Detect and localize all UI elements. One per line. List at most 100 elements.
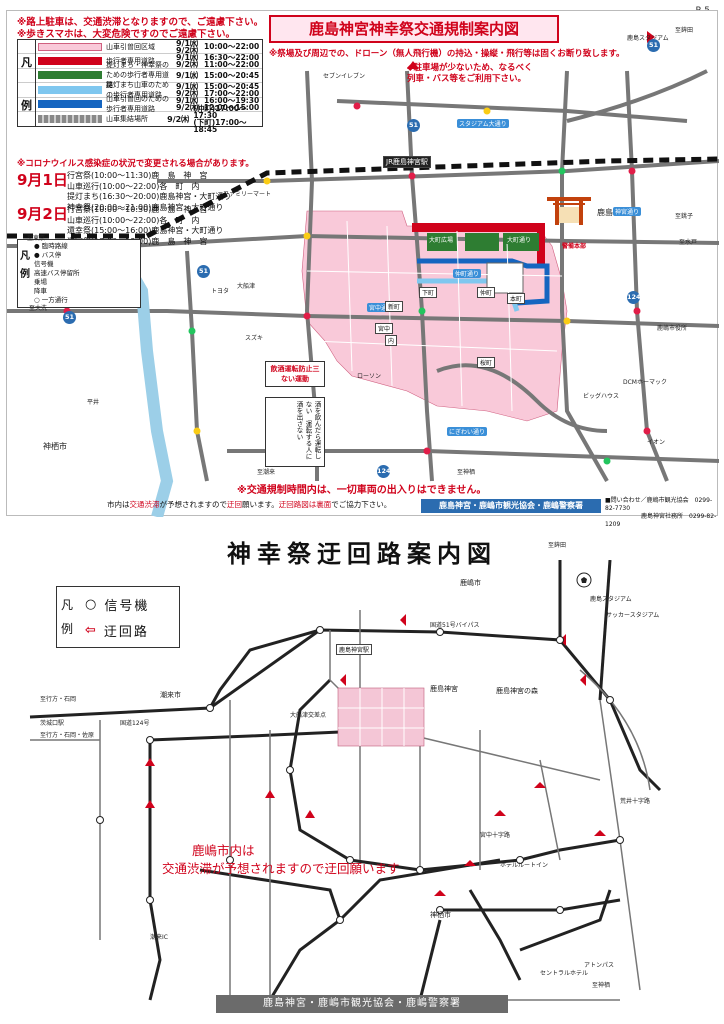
street-label: 神宮通り (613, 207, 642, 216)
drone-notice: ※祭場及び周辺での、ドローン（無人飛行機）の持込・操縦・飛行等は固くお断り致しま… (269, 49, 625, 59)
legend-date: 9/1㈬ (175, 53, 199, 63)
parking-notice: ※路上駐車は、交通渋滞となりますので、ご遠慮下さい。 ※歩きスマホは、大変危険で… (17, 17, 263, 41)
hotel-label: セントラルホテル (540, 970, 589, 977)
station-label: 鹿島神宮駅 (336, 644, 373, 655)
intersection-label: 宮中十字路 (480, 832, 511, 839)
dui-campaign-title: 飲酒運転防止三ない運動 (265, 361, 325, 387)
legend-date: 9/1㈬ (175, 38, 199, 48)
detour-arrow-icon: ⇦ (85, 623, 98, 638)
legend-dates: 9/1㈬9/2㈭ (170, 96, 204, 113)
direction-label: 至行方・石岡 (40, 696, 77, 703)
direction-label: 至潮来 (257, 469, 276, 476)
legend-date: 9/2㈭ (175, 103, 199, 113)
direction-label: 至水戸 (679, 239, 698, 246)
store-label: ファミリーマート (223, 191, 272, 198)
shrine-label: 鹿島神宮 (430, 685, 458, 693)
detour-legend: 凡例 ○信号機 ⇦迂回路 (56, 586, 180, 648)
direction-label: 至鉾田 (548, 542, 567, 549)
legend-date: 9/2㈭ (175, 60, 199, 70)
legend-swatch (38, 57, 102, 66)
no-entry-notice: ※交通規制時間内は、一切車両の出入りはできません。 (237, 485, 487, 496)
transit-notice-line: ◆駐車場が少ないため、なるべく (407, 63, 533, 73)
footer-text: 交通渋滞 (129, 500, 160, 509)
place-label: サッカースタジアム (606, 612, 660, 619)
notice-line: ※歩きスマホは、大変危険ですのでご遠慮下さい。 (17, 29, 235, 40)
store-label: DCMホーマック (623, 379, 667, 386)
schedule-day: 9月2日 (17, 205, 68, 223)
schedule-day: 9月1日 (17, 171, 68, 189)
detour-footer-note: 市内は交通渋滞が予想されますので迂回願います。迂回路図は裏面でご協力下さい。 (107, 499, 391, 510)
legend-date: 9/2㈭ (175, 45, 199, 55)
district-label: 新町 (385, 301, 404, 312)
pedestrian-road-green-b (465, 233, 499, 251)
legend-dates: 9/1㈬9/2㈭ (170, 38, 204, 55)
legend-dates: 9/1㈬9/2㈭ (170, 82, 204, 98)
legend-side-char: 例 (20, 269, 30, 280)
city-label: 鹿嶋市 (460, 579, 481, 587)
symbol-legend-item: 高速バス停留所 (34, 269, 80, 277)
route-number-badge: 124 (627, 291, 641, 304)
street-label: スタジアム大通り (457, 119, 509, 128)
symbol-legend-item: ● バス停 (34, 251, 62, 259)
contact-line: 鹿島神宮社務所 0299-82-1209 (605, 513, 717, 528)
street-label: 大町通り (505, 235, 534, 244)
place-label: 平井 (87, 399, 100, 406)
legend-date: 9/2㈭ (175, 88, 199, 98)
hotel-label: ホテルルートイン (500, 862, 549, 869)
legend-date: 9/1㈬ (175, 96, 199, 106)
legend-label: 山車集結場所 (106, 115, 148, 124)
station-label: JR鹿島神宮駅 (383, 156, 431, 168)
place-label: 大船津 (237, 283, 256, 290)
legend-times: (仲町)17:00～17:30(下町)17:00～18:45 (193, 105, 262, 135)
legend-date: 9/1㈬ (175, 70, 199, 80)
city-hall-label: 鹿嶋市役所 (657, 325, 688, 332)
legend-label: 山車引曽回区域 (106, 42, 155, 51)
legend-label: 信号機 (104, 599, 150, 614)
legend-label: 山車引曽回のための歩行者専用道路 (106, 95, 169, 114)
store-label: アトンパス (584, 962, 615, 969)
railway-line (145, 156, 719, 239)
footer-text: が予想されますので (159, 500, 228, 509)
district-label: 本町 (507, 293, 526, 304)
district-label: 桜町 (477, 357, 496, 368)
store-label: トヨタ (211, 288, 230, 295)
schedule-item: 提灯まち(16:30～20:00)鹿島神宮・大町通り (67, 192, 232, 201)
legend-time: 12:00～15:00 (204, 103, 260, 113)
place-label: 鹿島スタジアム (590, 596, 632, 603)
direction-label: 至神栖 (592, 982, 611, 989)
symbol-legend-item: 乗場 (34, 278, 47, 286)
store-label: スズキ (245, 335, 264, 342)
legend-side: 凡例 (61, 593, 73, 641)
footer-text: 願います。 (242, 500, 279, 509)
street-label: 宮中通り (367, 303, 396, 312)
direction-label: 至鉾田 (675, 27, 694, 34)
footer-text: 迂回 (227, 500, 242, 509)
legend-swatch (38, 115, 102, 124)
hq-label: 警備本部 (562, 243, 587, 250)
district-label: 宮中 (375, 323, 394, 334)
road-label: 国道124号 (120, 720, 150, 727)
dui-campaign-body: 酒を飲んだら運転しない 運転する人に酒を出さない (265, 397, 325, 467)
torii-icon (547, 197, 591, 225)
legend-swatch (38, 100, 102, 109)
traffic-regulation-map: ※路上駐車は、交通渋滞となりますので、ご遠慮下さい。 ※歩きスマホは、大変危険で… (6, 10, 719, 528)
direction-label: 至東京 (27, 235, 46, 242)
store-label: ローソン (357, 373, 382, 380)
legend-side-char: 凡 (61, 598, 74, 612)
legend-row-detour: ⇦迂回路 (85, 621, 149, 640)
contact-info: ■問い合わせ／鹿嶋市観光協会 0299-82-7730 鹿島神宮社務所 0299… (605, 497, 717, 529)
place-label: 鹿島スタジアム (627, 35, 669, 42)
legend-swatch (38, 85, 102, 94)
route-number-badge: 124 (377, 465, 391, 478)
detour-notice: 鹿嶋市内は 交通渋滞が予想されますので迂回願います (162, 842, 400, 878)
road-label: 国道51号バイパス (430, 622, 480, 629)
city-label: 神栖市 (43, 442, 67, 451)
legend-side-char: 凡 (20, 251, 30, 262)
legend-dates: 9/1㈬9/2㈭ (170, 53, 204, 70)
legend-time: (下町)17:00～18:45 (193, 118, 247, 135)
schedule-item: 還幸祭(15:00～16:00)鹿島神宮・大町通り (67, 226, 224, 235)
direction-label: 至銚子 (675, 213, 694, 220)
